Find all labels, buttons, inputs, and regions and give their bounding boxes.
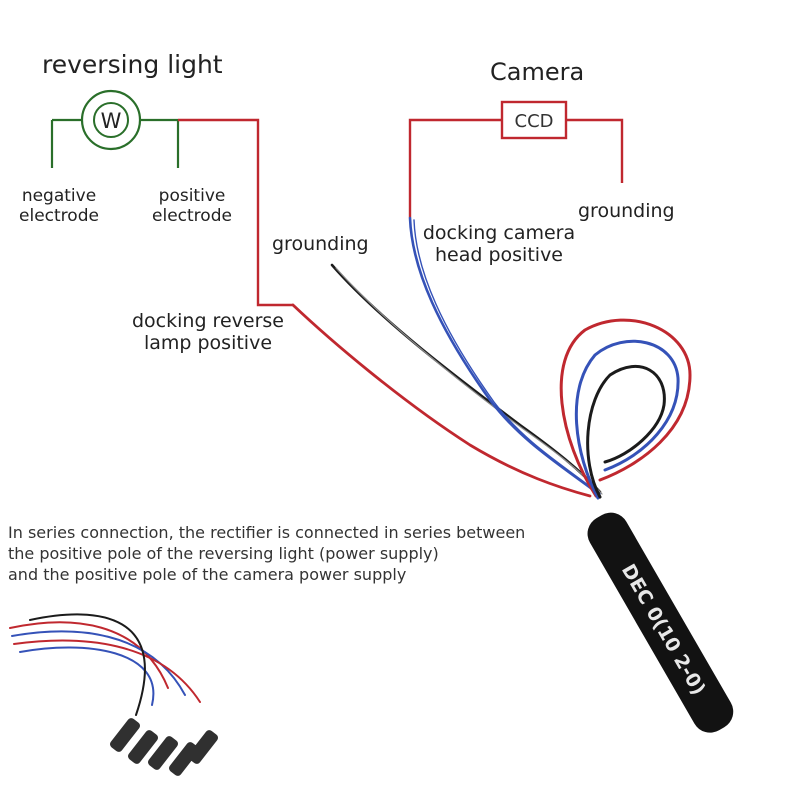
bundle-wire — [9, 621, 169, 689]
positive-electrode-line1: positive — [158, 186, 226, 206]
bundle-wire — [29, 613, 146, 716]
ccd-label: CCD — [515, 111, 554, 132]
bundle-wire — [11, 630, 186, 696]
reverse-lamp-positive-line1: docking reverse — [132, 310, 284, 332]
note-line-1: In series connection, the rectifier is c… — [8, 523, 526, 542]
camera-positive-red-wire — [408, 118, 502, 218]
camera-head-positive-label: docking camera head positive — [414, 222, 584, 267]
connector-bundle-photo — [9, 613, 218, 776]
blue-camera-wire — [408, 216, 598, 494]
blue-loop-wire — [574, 339, 680, 500]
black-loop-wire — [586, 364, 666, 499]
negative-electrode-line1: negative — [21, 186, 97, 206]
ccd-box — [500, 100, 568, 140]
reverse-lamp-positive-line2: lamp positive — [143, 332, 273, 355]
blue-camera-wire-2 — [413, 219, 601, 495]
rectifier-marking: DEC 0(10 2-0) — [617, 560, 710, 699]
reversing-light-circuit: W — [50, 89, 293, 307]
connector-plug — [110, 718, 140, 752]
note-line-3: and the positive pole of the camera powe… — [8, 565, 407, 584]
reversing-light-title: reversing light — [42, 50, 223, 79]
connector-plug — [188, 730, 218, 764]
connector-plug — [148, 736, 178, 770]
black-ground-wire — [330, 263, 602, 494]
bundle-wire — [19, 646, 155, 706]
positive-electrode-label: positive electrode — [144, 186, 240, 226]
bundle-wire — [13, 639, 201, 703]
negative-electrode-label: negative electrode — [12, 186, 106, 226]
red-reverse-wire — [291, 303, 592, 498]
wire-harness — [291, 216, 692, 500]
lamp-symbol-letter: W — [101, 109, 122, 133]
negative-electrode-line2: electrode — [19, 206, 99, 227]
lamp-symbol-inner — [93, 102, 129, 138]
camera-ground-red-wire — [566, 118, 624, 183]
camera-title: Camera — [490, 58, 585, 86]
camera-head-positive-line2: head positive — [435, 244, 563, 267]
red-loop-wire — [559, 318, 692, 498]
rectifier-body — [587, 512, 734, 733]
positive-electrode-line2: electrode — [152, 206, 232, 227]
camera-circuit: CCD — [408, 100, 624, 218]
rectifier-module: DEC 0(10 2-0) — [587, 512, 734, 733]
lamp-positive-red-wire — [178, 118, 293, 307]
camera-grounding-label: grounding — [578, 200, 675, 222]
note-line-2: the positive pole of the reversing light… — [8, 544, 439, 563]
grounding-wire-label: grounding — [272, 233, 369, 255]
camera-head-positive-line1: docking camera — [422, 222, 576, 244]
series-connection-note: In series connection, the rectifier is c… — [8, 522, 525, 585]
reverse-lamp-positive-label: docking reverse lamp positive — [120, 310, 296, 355]
connector-plug — [128, 730, 158, 764]
